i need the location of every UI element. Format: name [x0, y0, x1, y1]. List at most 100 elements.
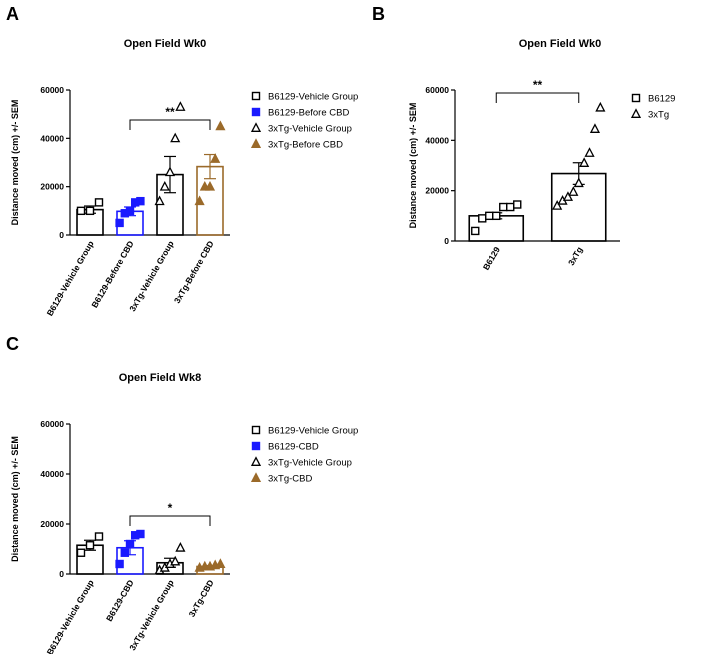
data-point — [492, 211, 501, 221]
legend-marker — [250, 122, 262, 132]
significance-bracket — [129, 119, 211, 130]
y-tick-label: 40000 — [40, 469, 64, 479]
data-point — [170, 555, 181, 566]
data-point — [485, 211, 494, 221]
data-point — [506, 202, 515, 212]
data-point — [499, 202, 508, 212]
data-point — [175, 101, 186, 111]
y-axis-label: Distance moved (cm) +/- SEM — [10, 436, 20, 562]
data-point — [125, 539, 135, 549]
y-tick-label: 60000 — [425, 85, 449, 95]
significance-bracket — [129, 515, 211, 526]
chart-title: Open Field Wk0 — [124, 38, 207, 50]
legend-item-label: B6129-Vehicle Group — [268, 92, 358, 103]
x-tick-label: B6129 — [481, 245, 502, 272]
legend-item-label: 3xTg-Vehicle Group — [268, 458, 352, 469]
legend-marker — [251, 91, 261, 101]
y-tick-label: 60000 — [40, 419, 64, 429]
y-tick-label: 0 — [59, 230, 64, 240]
data-point — [595, 101, 606, 112]
y-axis-label: Distance moved (cm) +/- SEM — [408, 103, 418, 229]
data-point — [159, 180, 170, 191]
panel-letter-a: A — [6, 4, 19, 24]
x-tick-label: 3xTg-Vehicle Group — [127, 239, 176, 313]
y-tick-label: 20000 — [40, 182, 64, 192]
legend-item-label: 3xTg-Vehicle Group — [268, 124, 352, 135]
chart-title: Open Field Wk8 — [119, 372, 202, 384]
legend-item-label: 3xTg — [648, 110, 669, 121]
data-point — [478, 214, 487, 223]
legend-marker — [630, 108, 642, 118]
data-point — [115, 559, 124, 569]
y-tick-label: 0 — [444, 236, 449, 246]
x-tick-label: B6129-CBD — [104, 578, 136, 623]
y-tick-label: 40000 — [40, 133, 64, 143]
significance-label: ** — [533, 78, 543, 92]
legend-item-label: B6129-Vehicle Group — [268, 426, 358, 437]
data-point — [584, 147, 595, 157]
data-point — [573, 177, 584, 188]
data-point — [115, 218, 124, 228]
y-tick-label: 0 — [59, 569, 64, 579]
data-point — [94, 198, 104, 207]
legend-marker — [631, 93, 641, 103]
data-point — [568, 186, 579, 196]
legend-marker — [251, 441, 261, 451]
data-point — [175, 542, 186, 552]
data-point — [552, 200, 563, 210]
panel-letter-c: C — [6, 334, 19, 354]
data-point — [579, 157, 590, 167]
x-tick-label: B6129-Before CBD — [89, 239, 135, 309]
data-point — [204, 180, 216, 191]
data-point — [125, 206, 135, 216]
data-point — [215, 558, 226, 568]
x-tick-label: B6129-Vehicle Group — [45, 239, 96, 318]
significance-label: ** — [165, 105, 175, 119]
data-point — [154, 195, 165, 206]
data-point — [85, 206, 95, 216]
legend-marker — [250, 472, 262, 482]
data-point — [194, 195, 205, 206]
legend-item-label: B6129-CBD — [268, 442, 319, 453]
data-point — [76, 548, 86, 557]
legend-item-label: 3xTg-Before CBD — [268, 140, 343, 151]
data-point — [562, 191, 574, 201]
data-point — [76, 206, 86, 216]
significance-label: * — [168, 501, 173, 515]
data-point — [170, 132, 181, 143]
data-point — [136, 196, 145, 206]
data-point — [589, 123, 601, 133]
y-axis-label: Distance moved (cm) +/- SEM — [10, 100, 20, 226]
data-point — [210, 153, 221, 163]
x-tick-label: 3xTg — [566, 245, 585, 267]
data-point — [164, 166, 176, 177]
panel-letter-b: B — [372, 4, 385, 24]
legend-item-label: 3xTg-CBD — [268, 474, 312, 485]
data-point — [94, 532, 104, 541]
data-point — [513, 200, 522, 209]
x-tick-label: 3xTg-Before CBD — [172, 239, 216, 305]
data-point — [471, 226, 480, 236]
data-point — [85, 541, 95, 550]
x-tick-label: B6129-Vehicle Group — [45, 578, 96, 654]
chart-title: Open Field Wk0 — [519, 38, 602, 50]
y-tick-label: 20000 — [40, 519, 64, 529]
legend-marker — [250, 456, 262, 466]
legend-marker — [251, 107, 261, 117]
legend-item-label: B6129-Before CBD — [268, 108, 349, 119]
data-point — [215, 120, 226, 131]
y-tick-label: 20000 — [425, 186, 449, 196]
legend-marker — [250, 138, 262, 148]
significance-bracket — [495, 92, 580, 103]
x-tick-label: 3xTg-CBD — [187, 578, 216, 619]
legend-item-label: B6129 — [648, 94, 675, 105]
y-tick-label: 60000 — [40, 85, 64, 95]
x-tick-label: 3xTg-Vehicle Group — [127, 578, 176, 652]
data-point — [120, 548, 130, 557]
legend-marker — [251, 425, 261, 435]
data-point — [136, 529, 145, 539]
